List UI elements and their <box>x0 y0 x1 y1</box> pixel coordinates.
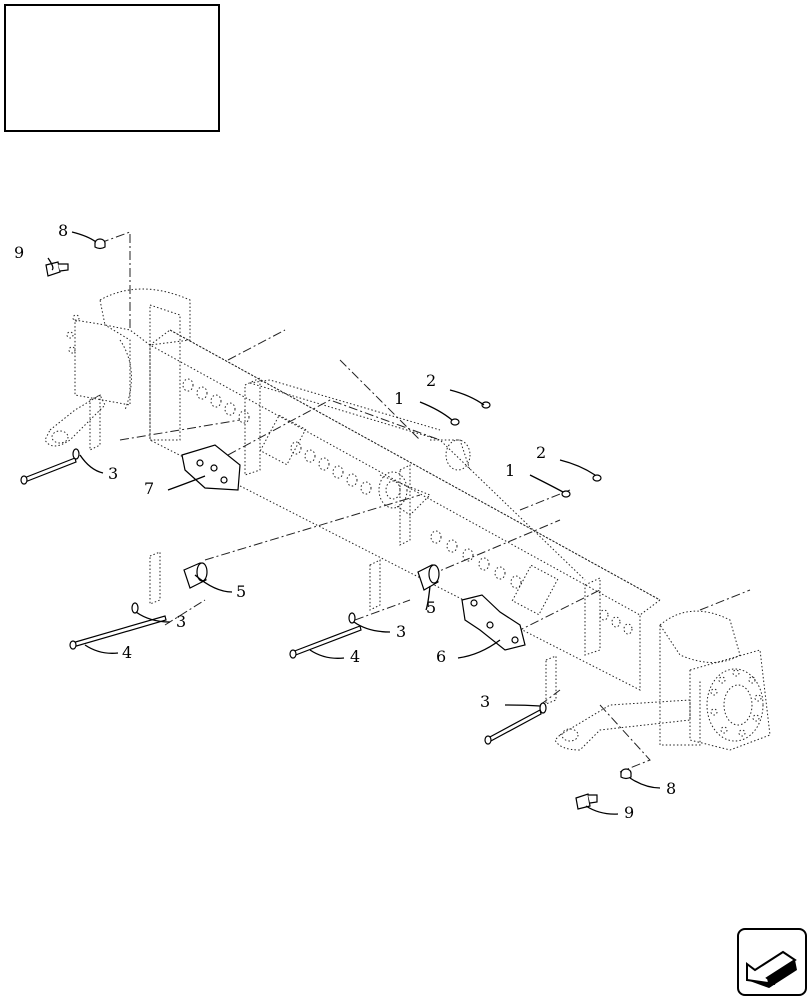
callout-3-d: 3 <box>480 692 490 711</box>
callout-8-upper: 8 <box>58 221 68 240</box>
callout-2-b: 2 <box>536 443 546 462</box>
bracket-7 <box>181 444 241 491</box>
callout-7: 7 <box>144 479 154 498</box>
callout-1-a: 1 <box>394 389 404 408</box>
beam-holes <box>182 378 633 635</box>
previous-page-arrow-icon <box>746 950 797 988</box>
leader-lines <box>47 231 661 815</box>
cap-screw-9-upper <box>45 261 69 277</box>
title-box <box>4 4 220 132</box>
callout-1-b: 1 <box>505 461 515 480</box>
washer-3-left <box>131 602 139 614</box>
hairpin-clips <box>89 394 557 705</box>
washer-8-lower <box>620 768 632 780</box>
previous-page-button[interactable] <box>737 928 807 996</box>
callout-5-a: 5 <box>236 582 246 601</box>
callout-5-b: 5 <box>426 598 436 617</box>
bolt-right-knuckle <box>484 702 547 745</box>
washer-8-upper <box>94 238 106 250</box>
callout-9-lower: 9 <box>624 803 634 822</box>
callout-3-b: 3 <box>176 612 186 631</box>
callout-4-b: 4 <box>350 647 360 666</box>
bolt-4-center <box>289 625 362 659</box>
center-pivot-boss <box>378 439 471 516</box>
assembly-centerlines <box>99 231 751 773</box>
bolt-left-knuckle <box>20 448 80 485</box>
callout-3-a: 3 <box>108 464 118 483</box>
pin-2-and-washer-1-a <box>450 401 491 426</box>
washer-3-center <box>348 612 356 624</box>
callout-4-a: 4 <box>122 643 132 662</box>
hub-wheel-studs <box>710 669 762 737</box>
left-steering-knuckle <box>44 288 191 447</box>
callout-9-upper: 9 <box>14 243 24 262</box>
bolt-4-left <box>69 615 167 650</box>
pin-2-and-washer-1-b <box>561 474 602 498</box>
axle-beam <box>149 329 661 691</box>
bushing-5-center <box>417 564 440 591</box>
callout-8-lower: 8 <box>666 779 676 798</box>
callout-labels: 9 8 1 2 1 2 3 7 5 3 4 5 3 4 6 3 8 9 <box>14 221 676 822</box>
cap-screw-9-lower <box>575 793 598 810</box>
right-steering-knuckle <box>554 610 771 751</box>
callout-2-a: 2 <box>426 371 436 390</box>
bracket-6 <box>461 594 526 651</box>
callout-3-c: 3 <box>396 622 406 641</box>
callout-6: 6 <box>436 647 446 666</box>
